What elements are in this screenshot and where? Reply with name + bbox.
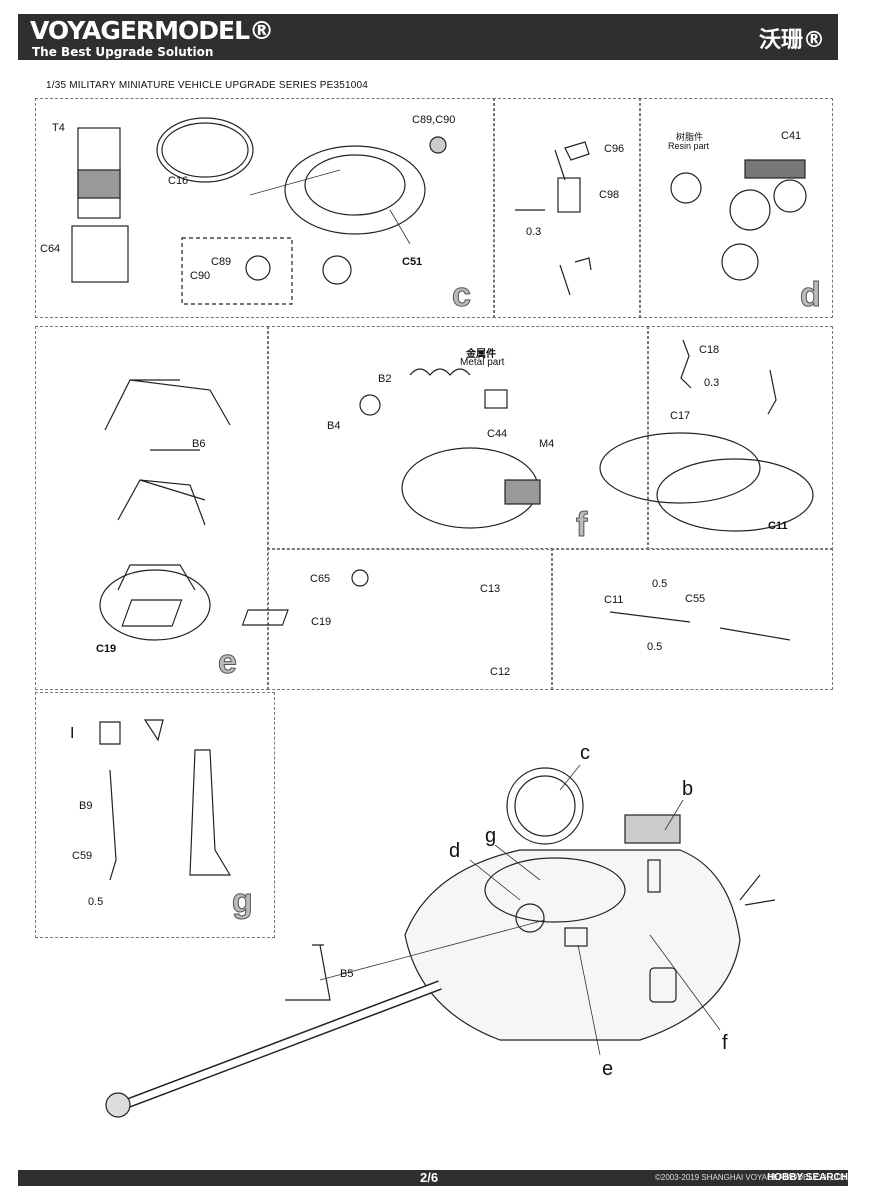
- panel-h: [267, 548, 553, 690]
- panel-f2: [647, 326, 833, 550]
- part-label: C90: [190, 270, 211, 282]
- ring-part-c16: [156, 117, 254, 183]
- part-label: C19: [311, 616, 332, 628]
- part-label: C41: [781, 130, 802, 142]
- part-label: C96: [604, 143, 625, 155]
- part-label: C64: [40, 243, 61, 255]
- part-label: C11: [768, 520, 788, 532]
- panel-e: [35, 326, 269, 690]
- panel-c2: [493, 98, 641, 318]
- part-label: C98: [599, 189, 620, 201]
- part-label: C13: [480, 583, 501, 595]
- section-letter-d: d: [800, 276, 822, 315]
- section-letter-e: e: [218, 643, 238, 682]
- part-label: B4: [327, 420, 341, 432]
- part-label: C11: [604, 594, 624, 606]
- section-letter-f: f: [575, 506, 588, 545]
- spring-part: [409, 368, 471, 376]
- part-label: 0.5: [88, 896, 104, 908]
- callout-b: b: [682, 778, 694, 800]
- part-label: Resin part: [668, 141, 710, 151]
- callout-c: c: [580, 742, 590, 764]
- brand-name: VOYAGERMODEL®: [30, 16, 274, 45]
- part-label-b5: B5: [340, 968, 354, 980]
- part-label: B9: [79, 800, 93, 812]
- part-label: C51: [402, 256, 423, 268]
- searchlight-part: [670, 172, 702, 204]
- part-label: 树脂件: [676, 133, 704, 143]
- part-label: 0.3: [704, 377, 720, 389]
- callout-d: d: [449, 840, 461, 862]
- panel-c: [35, 98, 495, 318]
- part-label: I: [70, 725, 75, 742]
- part-label: C89: [211, 256, 232, 268]
- footer-bar: [18, 1170, 848, 1186]
- brand-chinese: 沃珊®: [758, 28, 825, 53]
- header-bar: [18, 14, 838, 60]
- panel-g: [35, 692, 275, 938]
- part-label: B2: [378, 373, 392, 385]
- box-part-c64: [71, 225, 129, 283]
- part-label: C89,C90: [412, 114, 456, 126]
- part-label: 0.5: [647, 641, 663, 653]
- panel-d: [639, 98, 833, 318]
- part-label: C12: [490, 666, 511, 678]
- callout-f: f: [722, 1032, 728, 1054]
- hatch-c: [284, 145, 426, 235]
- part-label: T4: [52, 122, 65, 134]
- series-title: 1/35 MILITARY MINIATURE VEHICLE UPGRADE …: [46, 80, 369, 91]
- callout-e: e: [602, 1058, 614, 1080]
- part-label: 金属件: [466, 349, 496, 360]
- part-label: 0.5: [652, 578, 668, 590]
- panel-f: [267, 326, 649, 550]
- hatch-plate-c19: [99, 569, 211, 641]
- open-hatch: [506, 767, 584, 845]
- part-label: Metal part: [460, 357, 505, 368]
- part-label: B6: [192, 438, 206, 450]
- callout-g: g: [485, 825, 497, 847]
- part-label: C17: [670, 410, 691, 422]
- copyright: ©2003-2019 SHANGHAI VOYAGERMODEL CO.,LTD: [655, 1173, 846, 1182]
- part-label: C19: [96, 643, 117, 655]
- brand-tagline: The Best Upgrade Solution: [32, 45, 214, 59]
- turret-body: [404, 849, 741, 1041]
- brand-logo: VOYAGERMODEL® The Best Upgrade Solution: [30, 16, 274, 59]
- watermark-text: HOBBY SEARCH: [767, 1172, 848, 1183]
- part-label: C44: [487, 428, 508, 440]
- section-letter-g: g: [232, 882, 254, 921]
- panel-i: [551, 548, 833, 690]
- part-label: 0.3: [526, 226, 542, 238]
- part-label: M4: [539, 438, 555, 450]
- part-label: C59: [72, 850, 93, 862]
- part-label: C16: [168, 175, 189, 187]
- section-letter-c: c: [452, 276, 472, 315]
- part-label: C55: [685, 593, 706, 605]
- page-number: 2/6: [420, 1170, 439, 1185]
- part-label: C18: [699, 344, 720, 356]
- part-label: C65: [310, 573, 331, 585]
